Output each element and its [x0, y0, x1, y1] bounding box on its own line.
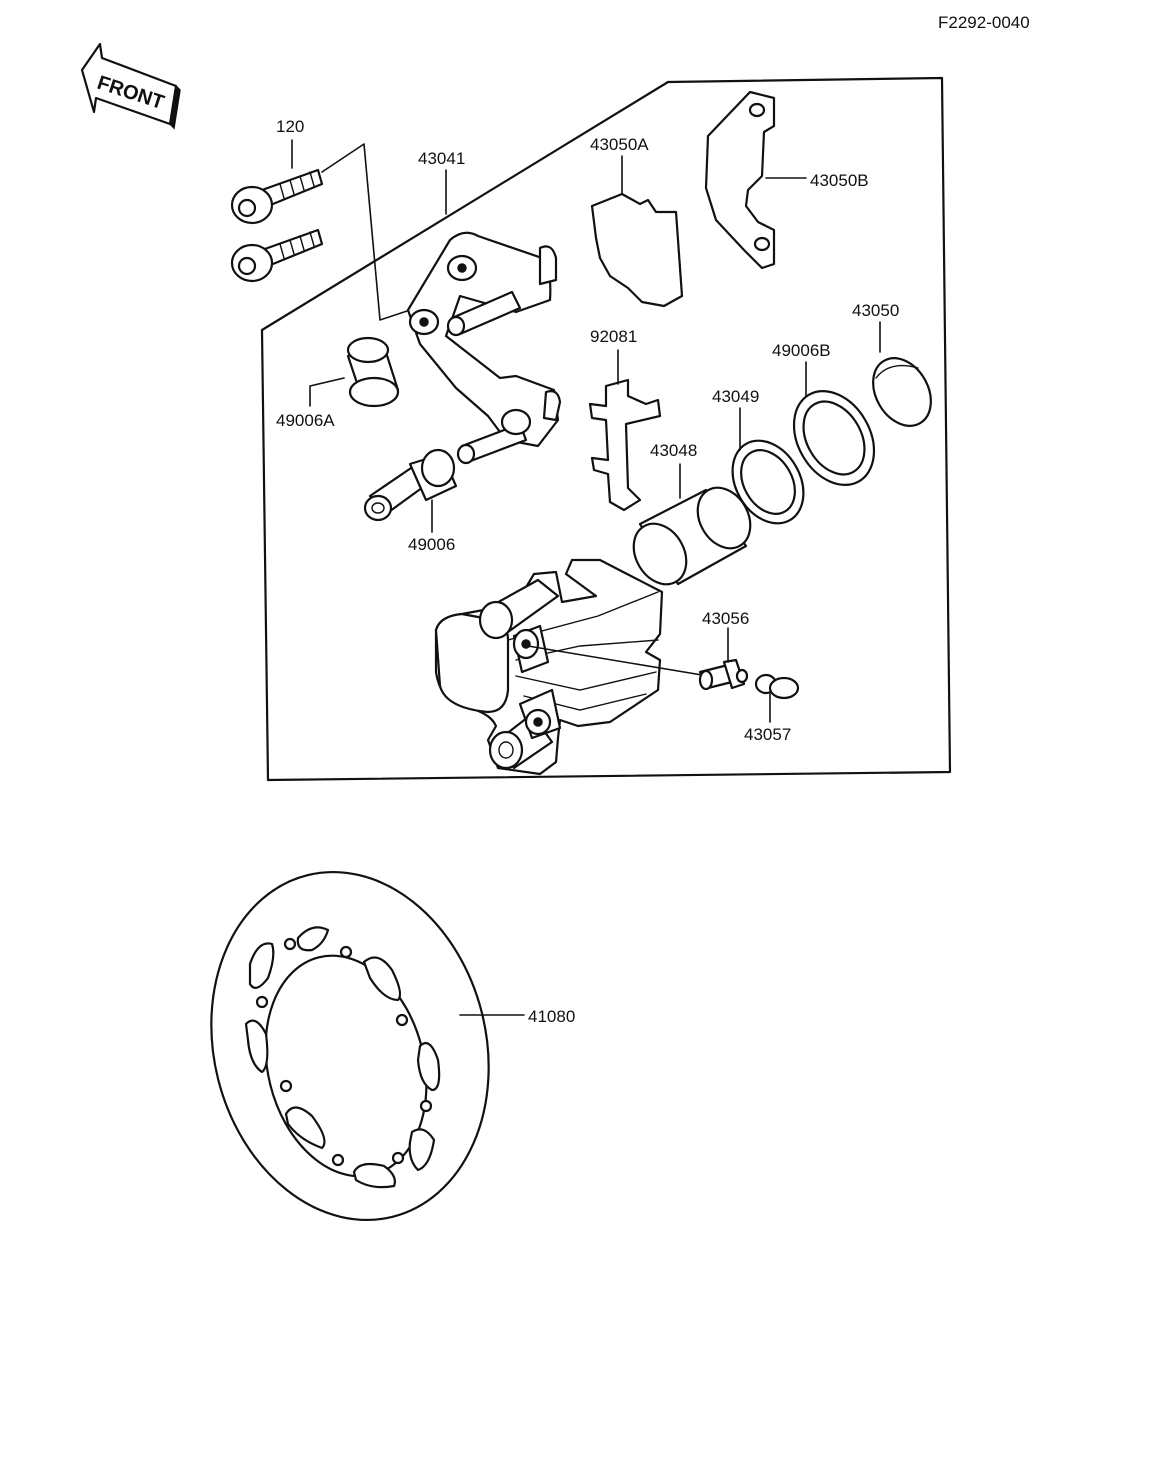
label-43049: 43049	[712, 387, 759, 406]
pad-shim	[704, 90, 776, 270]
leader-49006A	[309, 377, 345, 407]
bleeder-cap	[754, 673, 800, 700]
bolt-upper	[230, 168, 324, 225]
brake-disc	[210, 870, 490, 1222]
label-43041: 43041	[418, 149, 465, 168]
sleeve-49006A	[346, 336, 400, 408]
label-49006A: 49006A	[276, 411, 335, 430]
label-43050: 43050	[852, 301, 899, 320]
label-43048: 43048	[650, 441, 697, 460]
assembly-outline	[260, 76, 952, 782]
caliper-bracket	[406, 231, 562, 465]
label-43050A: 43050A	[590, 135, 649, 154]
leader-bolts-bracket	[321, 143, 411, 321]
leader-bleeder-axis	[527, 645, 709, 677]
figure-code: F2292-0040	[938, 13, 1030, 32]
label-43057: 43057	[744, 725, 791, 744]
front-arrow-icon: FRONT	[80, 42, 181, 130]
piston-seal	[731, 439, 805, 525]
brake-pad	[590, 192, 684, 308]
label-49006: 49006	[408, 535, 455, 554]
caliper-piston	[632, 486, 752, 586]
bolt-lower	[230, 228, 324, 283]
dust-boot-49006	[363, 448, 458, 522]
bleeder-valve	[698, 658, 749, 691]
label-120: 120	[276, 117, 304, 136]
label-49006B: 49006B	[772, 341, 831, 360]
label-41080: 41080	[528, 1007, 575, 1026]
anti-rattle-spring	[588, 378, 662, 512]
label-43056: 43056	[702, 609, 749, 628]
dust-seal-49006B	[792, 390, 876, 486]
retaining-ring	[872, 357, 932, 427]
label-92081: 92081	[590, 327, 637, 346]
label-43050B: 43050B	[810, 171, 869, 190]
caliper-body	[434, 558, 664, 776]
